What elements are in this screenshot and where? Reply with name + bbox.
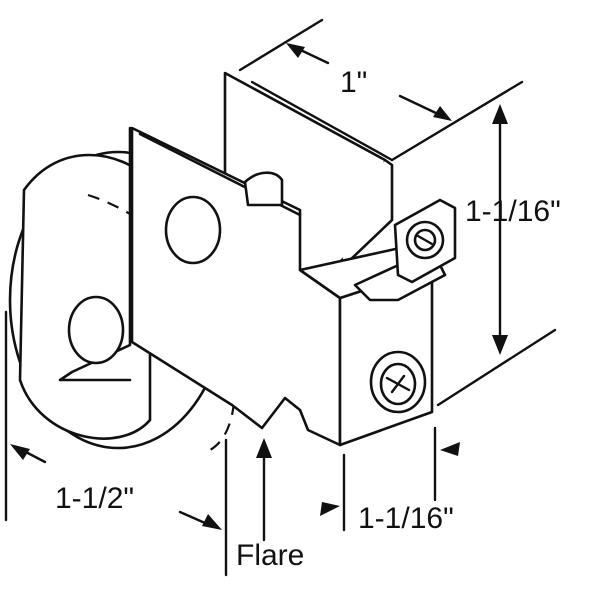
label-width-top: 1"	[340, 66, 367, 99]
side-screw-icon	[369, 350, 427, 414]
label-bottom-right: 1-1/16"	[358, 502, 454, 535]
dimension-bottom-left: 1-1/2"	[4, 310, 228, 577]
mounting-holes	[67, 171, 284, 365]
upper-hole-icon	[164, 195, 222, 265]
flare-callout: Flare	[236, 438, 304, 572]
label-flare: Flare	[236, 539, 304, 572]
label-bottom-left: 1-1/2"	[55, 482, 134, 515]
dimension-height-right: 1-1/16"	[436, 104, 561, 407]
top-tab	[393, 198, 457, 284]
lower-hole-icon	[67, 295, 125, 365]
dimension-bottom-right: 1-1/16"	[320, 426, 460, 535]
dimension-width-top: 1"	[238, 18, 524, 162]
label-height-right: 1-1/16"	[465, 195, 561, 228]
